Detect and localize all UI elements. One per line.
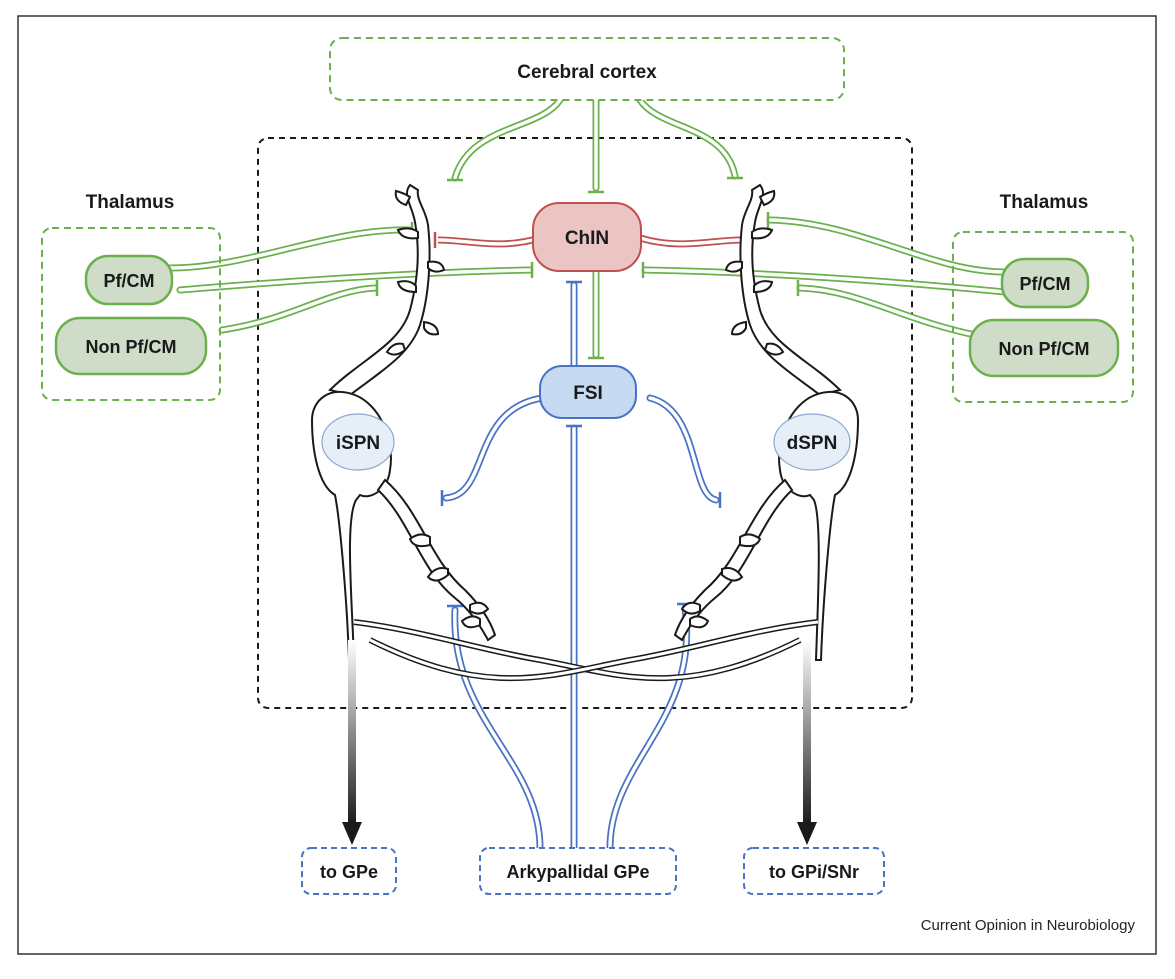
thalamus-right-nonpfcm-label: Non Pf/CM <box>999 339 1090 359</box>
thalamus-right-title: Thalamus <box>1000 192 1089 213</box>
spn-collaterals <box>353 619 819 682</box>
dspn-soma <box>773 413 851 471</box>
ispn-label: iSPN <box>336 433 380 454</box>
cerebral-cortex-label: Cerebral cortex <box>517 62 657 83</box>
thalamus-right-pfcm-node <box>1000 257 1090 309</box>
thalamus-left-nonpfcm-label: Non Pf/CM <box>86 337 177 357</box>
target-gpe-box <box>301 847 397 895</box>
target-arkypallidal-label: Arkypallidal GPe <box>506 862 649 882</box>
ispn-soma <box>321 413 395 471</box>
thalamus-right-pfcm-label: Pf/CM <box>1020 274 1071 294</box>
target-gpi-snr-box <box>743 847 885 895</box>
output-arrows <box>342 640 817 845</box>
thalamus-right-box <box>952 231 1134 403</box>
chin-label: ChIN <box>565 228 609 249</box>
dspn-label: dSPN <box>787 433 838 454</box>
target-arkypallidal-box <box>479 847 677 895</box>
target-gpi-snr-label: to GPi/SNr <box>769 862 859 882</box>
chin-processes <box>433 232 747 248</box>
fsi-and-gpe-fibers <box>440 280 722 852</box>
striatum-boundary <box>257 137 913 709</box>
thalamus-left-box <box>41 227 221 401</box>
fsi-label: FSI <box>573 383 603 404</box>
cortical-fibers <box>447 96 743 194</box>
cerebral-cortex-box <box>329 37 845 101</box>
thalamus-right-nonpfcm-node <box>968 318 1120 378</box>
thalamus-left-pfcm-node <box>84 254 174 306</box>
target-gpe-label: to GPe <box>320 862 378 882</box>
chin-node <box>532 202 642 272</box>
source-credit: Current Opinion in Neurobiology <box>920 917 1135 934</box>
fsi-node <box>539 365 637 419</box>
thalamus-left-nonpfcm-node <box>54 316 208 376</box>
thalamic-fibers <box>166 212 1009 360</box>
thalamus-left-pfcm-label: Pf/CM <box>104 271 155 291</box>
outer-frame <box>17 15 1157 955</box>
thalamus-left-title: Thalamus <box>86 192 175 213</box>
